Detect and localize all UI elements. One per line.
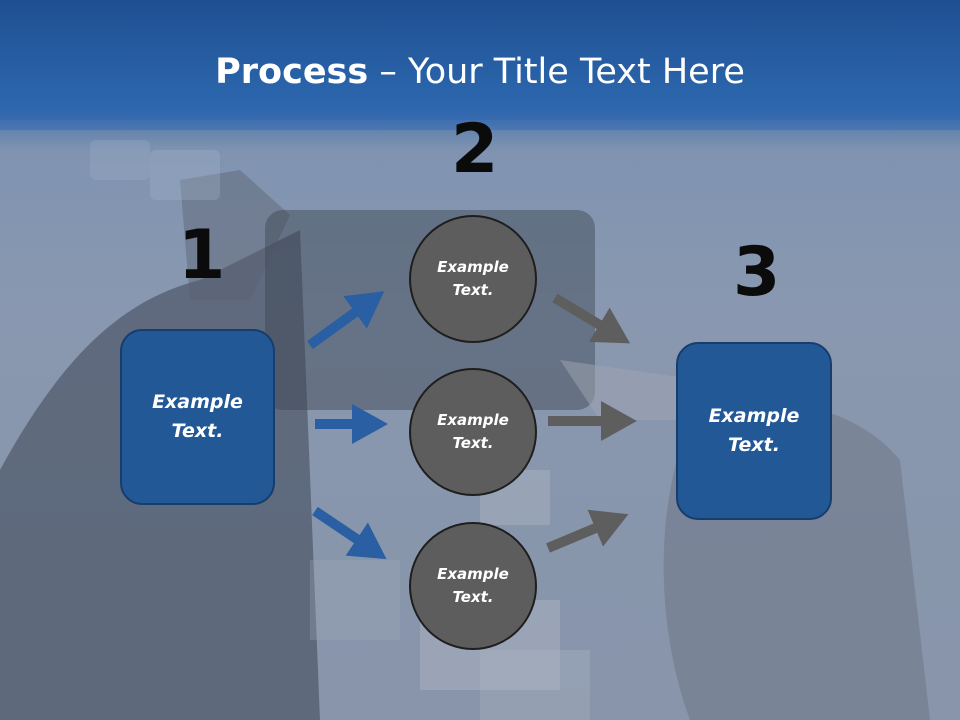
arrow-to-circle-top <box>307 291 385 350</box>
step-2-circle-middle: Example Text. <box>409 368 537 496</box>
title-band <box>0 0 960 130</box>
step-3-box: Example Text. <box>676 342 832 520</box>
circle-top-text: Example Text. <box>437 258 509 299</box>
step-3-box-text: Example Text. <box>708 405 800 456</box>
step-1-number: 1 <box>178 216 226 295</box>
arrow-from-circle-bottom <box>546 509 629 553</box>
circle-middle-text: Example Text. <box>437 411 509 452</box>
step-1-box-text: Example Text. <box>152 391 243 442</box>
circle-bottom-text: Example Text. <box>437 565 509 606</box>
step-3-number: 3 <box>733 233 781 312</box>
step-2-number: 2 <box>451 110 499 189</box>
arrow-to-circle-bottom <box>312 506 387 560</box>
title-bold: Process <box>215 52 369 92</box>
arrow-from-circle-top <box>552 293 631 344</box>
step-2-circle-bottom: Example Text. <box>409 522 537 650</box>
step-1-box: Example Text. <box>120 329 275 505</box>
title-rest: – Your Title Text Here <box>368 52 745 92</box>
slide-title: Process – Your Title Text Here <box>0 52 960 92</box>
step-2-circle-top: Example Text. <box>409 215 537 343</box>
